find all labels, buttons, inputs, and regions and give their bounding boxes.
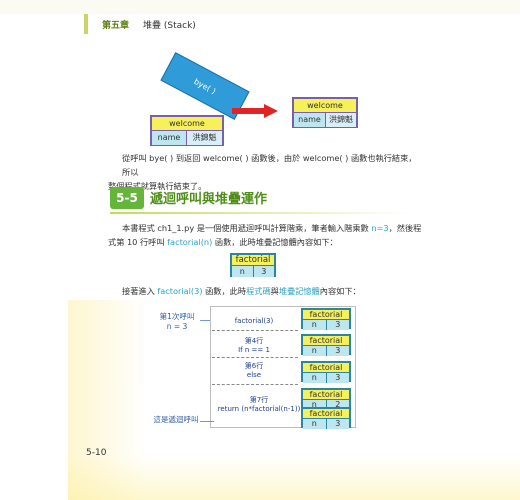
paragraph-1: 從呼叫 bye( ) 到返回 welcome( ) 函數後，由於 welcome…	[108, 151, 422, 193]
section-title: 遞迴呼叫與堆疊運作	[150, 192, 268, 207]
page-decoration	[68, 455, 520, 500]
stack-value: 洪錦魁	[187, 131, 222, 145]
bye-label: bye( )	[192, 76, 218, 96]
welcome-stack-frame-right: welcome name 洪錦魁	[292, 97, 358, 128]
callout-line	[200, 421, 214, 422]
stack-func-name: factorial	[303, 363, 349, 373]
page-top-band	[0, 0, 520, 14]
right-arrow-icon	[232, 104, 278, 118]
stack-key: n	[303, 320, 327, 330]
highlight-text: factorial(n)	[167, 237, 213, 247]
stack-value: 3	[253, 266, 274, 277]
paragraph-line: 從呼叫 bye( ) 到返回 welcome( ) 函數後，由於 welcome…	[122, 153, 417, 177]
step-2: 第6行 else	[214, 362, 294, 380]
text-run: 接著進入	[122, 286, 158, 296]
stack-value: 3	[326, 419, 349, 429]
stack-value: 洪錦魁	[326, 113, 356, 127]
section-underline	[110, 212, 410, 214]
step-code: If n == 1	[238, 346, 270, 354]
stack-value: 3	[326, 373, 349, 383]
chapter-title: 堆疊 (Stack)	[143, 20, 196, 31]
chapter-label: 第五章	[102, 20, 130, 31]
stack-key: n	[303, 400, 327, 410]
first-call-label: 第1次呼叫 n = 3	[152, 312, 202, 332]
stack-key: n	[303, 373, 327, 383]
step-1: 第4行 If n == 1	[214, 337, 294, 355]
step-3: 第7行 return (n*factorial(n-1))	[210, 396, 308, 414]
paragraph-3: 接著進入 factorial(3) 函數，此時程式碼與堆疊記憶體內容如下：	[122, 284, 422, 298]
first-call-n: n = 3	[166, 322, 188, 331]
stack-func-name: factorial	[303, 409, 349, 419]
factorial-stack-frame: factorial n 3	[230, 253, 276, 277]
highlight-text: 堆疊記憶體	[278, 286, 320, 296]
paragraph-line: 整個程式就算執行結束了。	[108, 181, 207, 191]
step-code: factorial(3)	[234, 317, 274, 325]
stack-value: 2	[326, 400, 349, 410]
text-run: 函數，此時堆疊記憶體內容如下：	[212, 237, 338, 247]
chapter-tab-marker	[84, 14, 88, 34]
text-run: 式第 10 行呼叫	[108, 237, 168, 247]
stack-value: 3	[326, 320, 349, 330]
stack-func-name: welcome	[294, 99, 356, 113]
step-divider	[212, 384, 298, 385]
highlight-text: factorial(3)	[157, 286, 203, 296]
chapter-header: 第五章 堆疊 (Stack)	[84, 12, 196, 36]
step-code: else	[246, 371, 262, 379]
section-number-badge: 5-5	[110, 187, 144, 209]
stack-func-name: factorial	[303, 390, 349, 400]
text-run: 本書程式 ch1_1.py 是一個使用遞迴呼叫計算階乘，筆者輸入階乘數	[122, 223, 372, 233]
welcome-stack-frame-left: welcome name 洪錦魁	[150, 115, 224, 146]
stack-value: 3	[326, 346, 349, 356]
paragraph-2: 本書程式 ch1_1.py 是一個使用遞迴呼叫計算階乘，筆者輸入階乘數 n=3，…	[108, 221, 422, 249]
text-run: 與	[270, 286, 279, 296]
step-line: 第7行	[249, 396, 269, 404]
page-decoration	[68, 300, 148, 500]
text-run: 函數，此時	[202, 286, 247, 296]
step-divider	[212, 330, 298, 331]
stack-func-name: factorial	[232, 255, 274, 266]
step-code: return (n*factorial(n-1))	[217, 405, 301, 413]
stack-func-name: factorial	[303, 336, 349, 346]
first-call-text: 第1次呼叫	[159, 312, 195, 321]
stack-key: n	[232, 266, 254, 277]
stack-key: n	[303, 419, 327, 429]
callout-line	[200, 320, 212, 321]
stack-key: name	[294, 113, 326, 127]
step-divider	[212, 357, 298, 358]
stack-func-name: welcome	[152, 117, 222, 131]
step-line: 第4行	[244, 337, 264, 345]
highlight-text: n=3	[371, 223, 389, 233]
text-run: ，然後程	[388, 223, 422, 233]
stack-key: n	[303, 346, 327, 356]
highlight-text: 程式碼	[246, 286, 271, 296]
stack-func-name: factorial	[303, 310, 349, 320]
recursion-note: 這是遞迴呼叫	[153, 415, 199, 424]
step-line: 第6行	[244, 362, 264, 370]
text-run: 內容如下：	[319, 286, 361, 296]
stack-key: name	[152, 131, 187, 145]
page-number: 5-10	[86, 448, 107, 458]
